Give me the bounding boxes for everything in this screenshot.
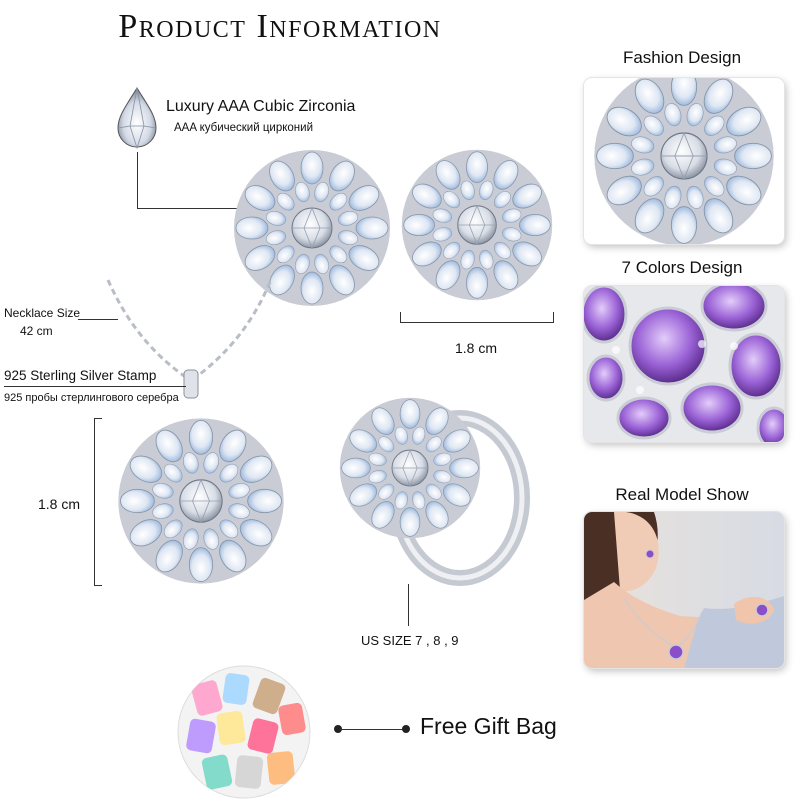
pendant-size-label: 1.8 cm xyxy=(38,496,81,512)
necklace-size-value: 42 cm xyxy=(20,324,53,338)
pendant-bracket-top-tick xyxy=(94,418,102,419)
gem-leader-horizontal xyxy=(137,208,245,209)
pendant-image xyxy=(112,412,290,590)
stamp-leader xyxy=(4,386,186,387)
gift-leader-line xyxy=(340,729,406,730)
colors-design-image xyxy=(584,286,784,442)
fashion-design-image xyxy=(584,78,784,244)
necklace-size-label: Necklace Size xyxy=(4,306,81,320)
earring-bracket-left-tick xyxy=(400,312,401,323)
fashion-design-title: Fashion Design xyxy=(622,48,742,67)
necklace-size-leader xyxy=(78,319,118,320)
pendant-bracket-bottom-tick xyxy=(94,585,102,586)
gift-leader-dot-right xyxy=(402,725,410,733)
pendant-size-bracket xyxy=(94,418,95,586)
stamp-label-ru: 925 пробы стерлингового серебра xyxy=(4,392,179,404)
gift-label: Free Gift Bag xyxy=(420,713,557,739)
model-show-panel xyxy=(584,512,784,668)
gem-leader-vertical xyxy=(137,152,138,208)
ring-size-label: US SIZE 7 , 8 , 9 xyxy=(361,633,459,648)
page-title: Product Information xyxy=(118,8,442,45)
earring-right-image xyxy=(396,144,558,306)
gift-leader-dot-left xyxy=(334,725,342,733)
ring-size-leader xyxy=(408,584,409,626)
stamp-label-en: 925 Sterling Silver Stamp xyxy=(4,368,157,383)
gift-bags-image xyxy=(177,665,311,799)
fashion-design-panel xyxy=(584,78,784,244)
earring-size-label: 1.8 cm xyxy=(455,340,498,356)
necklace-chain-image xyxy=(106,279,272,399)
earring-bracket-right-tick xyxy=(553,312,554,323)
colors-design-panel xyxy=(584,286,784,442)
model-show-title: Real Model Show xyxy=(615,485,749,504)
colors-design-title: 7 Colors Design xyxy=(621,258,743,277)
earring-size-bracket xyxy=(400,322,554,323)
ring-image xyxy=(332,388,530,586)
gem-label-ru: AAA кубический цирконий xyxy=(174,122,313,134)
gem-label-en: Luxury AAA Cubic Zirconia xyxy=(166,98,356,115)
zirconia-gem-icon xyxy=(117,87,157,150)
model-photo-image xyxy=(584,512,784,668)
